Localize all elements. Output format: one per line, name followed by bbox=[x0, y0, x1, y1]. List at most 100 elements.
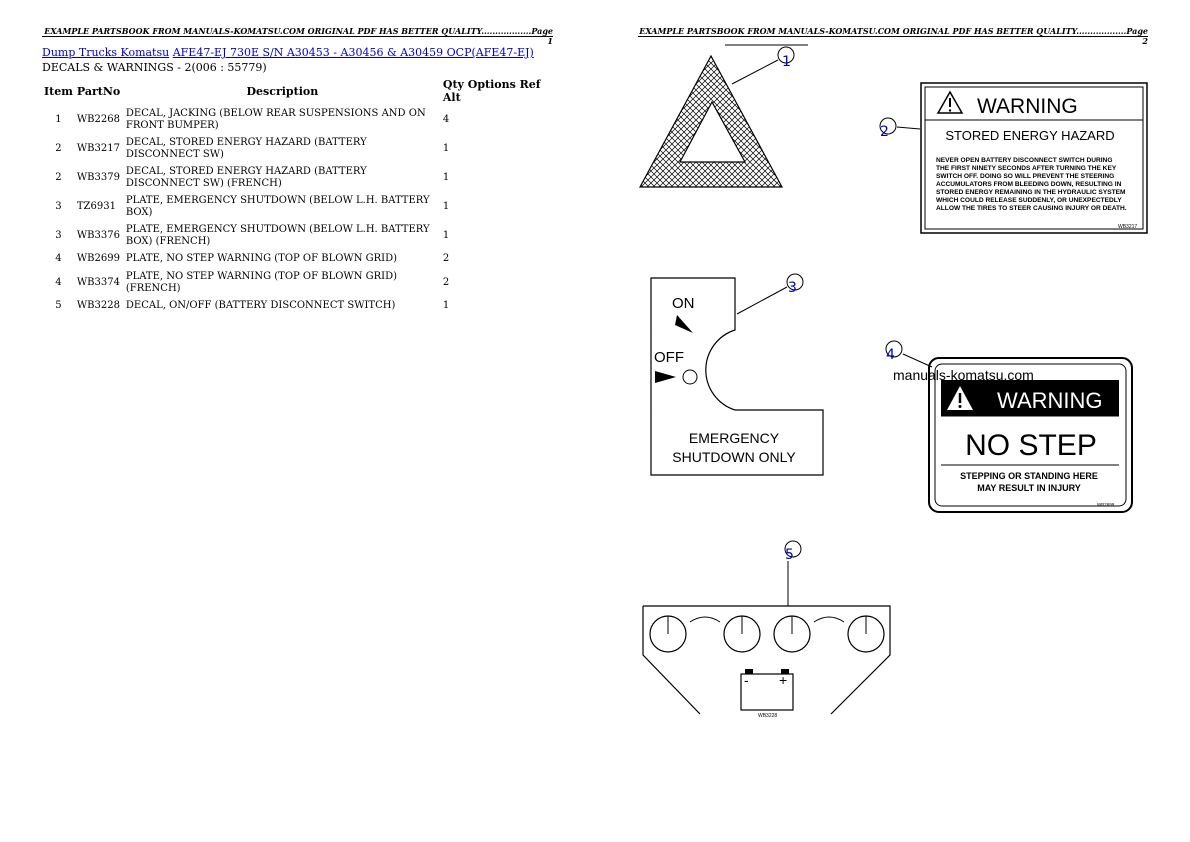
callout-label: 4 bbox=[886, 347, 895, 363]
cell-partno: TZ6931 bbox=[76, 200, 116, 212]
arrow-on-icon bbox=[675, 315, 693, 333]
decal-warning-text: WARNING bbox=[997, 388, 1103, 413]
cell-description: PLATE, EMERGENCY SHUTDOWN (BELOW L.H. BA… bbox=[125, 194, 430, 218]
decal-body-line: SWITCH OFF. DOING SO WILL PREVENT THE ST… bbox=[936, 173, 1114, 180]
decal-body-line: ACCUMULATORS FROM BLEEDING DOWN, RESULTI… bbox=[936, 181, 1122, 188]
stored-energy-hazard-decal: WARNING STORED ENERGY HAZARD NEVER OPEN … bbox=[896, 82, 1148, 234]
cell-description: DECAL, STORED ENERGY HAZARD (BATTERY DIS… bbox=[125, 165, 367, 189]
cell-description: DECAL, ON/OFF (BATTERY DISCONNECT SWITCH… bbox=[125, 300, 396, 311]
cell-qty: 1 bbox=[442, 171, 450, 183]
cell-item: 2 bbox=[55, 171, 62, 183]
cell-item: 1 bbox=[55, 113, 62, 125]
decal-title: NO STEP bbox=[965, 429, 1097, 462]
page-1-header-rule bbox=[42, 36, 553, 37]
table-row: 1 WB2268 DECAL, JACKING (BELOW REAR SUSP… bbox=[42, 105, 554, 134]
callout-5: 5 bbox=[784, 540, 802, 563]
decal-off-label: OFF bbox=[654, 349, 684, 366]
cell-options bbox=[467, 192, 554, 221]
decal-line-2: MAY RESULT IN INJURY bbox=[977, 483, 1081, 493]
cell-item: 2 bbox=[55, 142, 62, 154]
cell-partno: WB3379 bbox=[76, 171, 120, 183]
decal-body-line: STORED ENERGY REMAINING IN THE HYDRAULIC… bbox=[936, 189, 1126, 196]
decal-body-line: WHICH COULD RELEASE SUDDENLY, OR UNEXPEC… bbox=[936, 197, 1122, 204]
decal-line-2: SHUTDOWN ONLY bbox=[672, 449, 796, 465]
jacking-decal-triangle bbox=[638, 44, 808, 188]
cell-item: 4 bbox=[55, 253, 62, 264]
decal-body-line: ALLOW THE TIRES TO STEER CAUSING INJURY … bbox=[936, 205, 1127, 212]
callout-label: 2 bbox=[880, 124, 889, 140]
page-2-header-rule bbox=[638, 36, 1148, 37]
cell-item: 3 bbox=[55, 200, 62, 212]
table-row: 3 TZ6931 PLATE, EMERGENCY SHUTDOWN (BELO… bbox=[42, 192, 554, 221]
battery-icon: - + bbox=[740, 669, 794, 711]
table-row: 5 WB3228 DECAL, ON/OFF (BATTERY DISCONNE… bbox=[42, 297, 554, 315]
callout-2: 2 bbox=[879, 117, 897, 140]
decal-warning-text: WARNING bbox=[977, 95, 1078, 118]
callout-label: 1 bbox=[782, 54, 791, 70]
cell-qty: 2 bbox=[442, 253, 450, 264]
on-off-battery-disconnect-decal: - + WB3228 bbox=[642, 561, 891, 719]
cell-description: DECAL, JACKING (BELOW REAR SUSPENSIONS A… bbox=[125, 107, 426, 131]
cell-qty: 4 bbox=[442, 113, 450, 125]
callout-1: 1 bbox=[777, 46, 795, 70]
cell-qty: 1 bbox=[442, 200, 450, 212]
callout-4: 4 bbox=[885, 340, 903, 363]
cell-item: 5 bbox=[55, 300, 62, 311]
decals-diagram: 1 WARNING STORED ENERGY HAZARD NEVER OPE… bbox=[638, 44, 1148, 719]
parts-table: Item PartNo Description Qty Options Ref … bbox=[42, 77, 554, 315]
cell-options bbox=[467, 221, 554, 250]
column-header-item: Item bbox=[44, 84, 73, 98]
cell-partno: WB3374 bbox=[76, 276, 120, 288]
page-2-header: EXAMPLE PARTSBOOK FROM MANUALS-KOMATSU.C… bbox=[639, 26, 1148, 46]
decal-line-1: EMERGENCY bbox=[689, 430, 780, 446]
cell-description: PLATE, NO STEP WARNING (TOP OF BLOWN GRI… bbox=[125, 270, 398, 294]
cell-description: PLATE, EMERGENCY SHUTDOWN (BELOW L.H. BA… bbox=[125, 223, 430, 247]
cell-options bbox=[467, 297, 554, 315]
cell-partno: WB3376 bbox=[76, 229, 120, 241]
battery-plus: + bbox=[779, 672, 787, 688]
no-step-warning-plate: WARNING NO STEP STEPPING OR STANDING HER… bbox=[902, 353, 1133, 513]
cell-qty: 1 bbox=[442, 300, 450, 311]
battery-minus: - bbox=[744, 672, 749, 688]
decal-code: WB3228 bbox=[758, 713, 777, 719]
breadcrumb-link-dump-trucks[interactable]: Dump Trucks Komatsu bbox=[42, 46, 170, 59]
cell-qty: 1 bbox=[442, 142, 450, 154]
cell-qty: 1 bbox=[442, 229, 450, 241]
table-header-row: Item PartNo Description Qty Options Ref … bbox=[42, 77, 554, 105]
column-header-qty-options-ref-alt: Qty Options Ref Alt bbox=[442, 78, 541, 104]
section-title: DECALS & WARNINGS - 2(006 : 55779) bbox=[42, 61, 267, 74]
decal-code: WB2699 bbox=[1097, 502, 1115, 507]
breadcrumb-link-model[interactable]: AFE47-EJ 730E S/N A30453 - A30456 & A304… bbox=[172, 46, 534, 59]
cell-options bbox=[467, 163, 554, 192]
cell-options bbox=[467, 134, 554, 163]
table-row: 4 WB3374 PLATE, NO STEP WARNING (TOP OF … bbox=[42, 268, 554, 297]
decal-code: WB3217 bbox=[1118, 224, 1137, 230]
callout-label: 5 bbox=[785, 547, 794, 563]
cell-description: PLATE, NO STEP WARNING (TOP OF BLOWN GRI… bbox=[125, 253, 398, 264]
table-row: 3 WB3376 PLATE, EMERGENCY SHUTDOWN (BELO… bbox=[42, 221, 554, 250]
cell-qty: 2 bbox=[442, 276, 450, 288]
breadcrumb: Dump Trucks Komatsu AFE47-EJ 730E S/N A3… bbox=[42, 46, 534, 59]
watermark-text: manuals-komatsu.com bbox=[893, 367, 1034, 383]
decal-line-1: STEPPING OR STANDING HERE bbox=[960, 471, 1098, 481]
column-header-description: Description bbox=[246, 84, 319, 98]
page-1-header: EXAMPLE PARTSBOOK FROM MANUALS-KOMATSU.C… bbox=[44, 26, 553, 46]
cell-partno: WB2268 bbox=[76, 113, 120, 125]
callout-label: 3 bbox=[788, 280, 797, 296]
callout-3: 3 bbox=[786, 273, 804, 296]
decal-body-line: THE FIRST NINETY SECONDS AFTER TURNING T… bbox=[936, 165, 1117, 172]
table-row: 2 WB3217 DECAL, STORED ENERGY HAZARD (BA… bbox=[42, 134, 554, 163]
arrow-off-icon bbox=[655, 371, 676, 383]
cell-item: 3 bbox=[55, 229, 62, 241]
cell-description: DECAL, STORED ENERGY HAZARD (BATTERY DIS… bbox=[125, 136, 367, 160]
cell-partno: WB3217 bbox=[76, 142, 120, 154]
decal-title: STORED ENERGY HAZARD bbox=[945, 128, 1114, 143]
table-row: 4 WB2699 PLATE, NO STEP WARNING (TOP OF … bbox=[42, 250, 554, 268]
cell-item: 4 bbox=[55, 276, 62, 288]
column-header-partno: PartNo bbox=[76, 84, 121, 98]
table-row: 2 WB3379 DECAL, STORED ENERGY HAZARD (BA… bbox=[42, 163, 554, 192]
cell-options bbox=[467, 105, 554, 134]
cell-options bbox=[467, 268, 554, 297]
emergency-shutdown-plate: ON OFF EMERGENCY SHUTDOWN ONLY bbox=[650, 277, 824, 476]
cell-partno: WB2699 bbox=[76, 253, 120, 264]
